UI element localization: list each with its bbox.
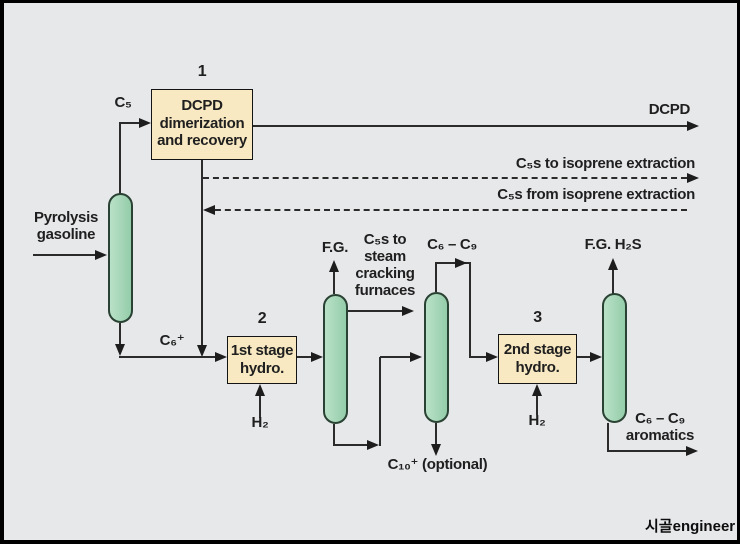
- arrowhead-dcpd-product: [687, 121, 699, 131]
- unit1-label-line3: and recovery: [157, 132, 247, 149]
- arrowhead-feed: [95, 250, 107, 260]
- arrowhead-fg-h2s: [608, 258, 618, 270]
- flow-line-unit3-outlet: [577, 356, 591, 358]
- feed-label-line2: gasoline: [36, 226, 96, 243]
- arrowhead-unit3-outlet: [590, 352, 602, 362]
- c5-stream-label: C₅: [114, 94, 132, 111]
- steam-cracking-label-line2: steam: [364, 248, 406, 265]
- flow-line-c10-vert: [435, 423, 437, 445]
- c5s-from-isoprene-label: C₅s from isoprene extraction: [497, 186, 695, 203]
- steam-cracking-label: C₅s to steam cracking furnaces: [350, 231, 420, 299]
- flow-line-col3-overhead-horiz: [435, 262, 471, 264]
- watermark-text: 시골engineer: [645, 518, 736, 535]
- arrowhead-aromatics: [686, 446, 698, 456]
- flow-line-col3-overhead-vert: [435, 263, 437, 292]
- unit-box-dcpd-recovery: DCPD dimerization and recovery: [151, 89, 253, 160]
- c10-optional-label: C₁₀⁺ (optional): [387, 456, 488, 473]
- flow-line-col1-bottoms: [119, 323, 121, 346]
- unit-box-first-stage-hydro: 1st stage hydro.: [227, 336, 297, 384]
- flow-line-h2-unit2: [259, 395, 261, 418]
- arrowhead-col1-bottoms: [115, 344, 125, 356]
- feed-label-line1: Pyrolysis: [33, 209, 98, 226]
- fg-h2s-label: F.G. H₂S: [584, 236, 642, 253]
- arrowhead-col2-bottoms: [367, 440, 379, 450]
- flow-line-c6plus: [119, 356, 215, 358]
- column-depentanizer: [323, 294, 348, 424]
- column-rerun-tower: [424, 292, 449, 423]
- flow-line-unit1-bottoms: [201, 160, 203, 346]
- unit1-label-line2: dimerization: [159, 114, 245, 132]
- flow-line-steam-cracking: [348, 310, 402, 312]
- arrowhead-unit3-inlet: [486, 352, 498, 362]
- arrowhead-col3-feed: [410, 352, 422, 362]
- c6plus-stream-label: C₆⁺: [159, 332, 185, 349]
- fg-label: F.G.: [321, 239, 349, 256]
- flow-line-fg-h2s: [612, 270, 614, 294]
- unit3-label-line1: 2nd stage: [503, 341, 572, 358]
- aromatics-label: C₆ – C₉ aromatics: [616, 410, 704, 444]
- unit3-label-line2: hydro.: [515, 358, 560, 376]
- aromatics-label-line2: aromatics: [625, 427, 695, 444]
- feed-label: Pyrolysis gasoline: [26, 209, 106, 243]
- arrowhead-c5-to-unit1: [139, 118, 151, 128]
- flow-line-feed: [33, 254, 95, 256]
- unit2-number: 2: [257, 310, 267, 327]
- aromatics-label-line1: C₆ – C₉: [635, 410, 685, 427]
- h2-unit3-label: H₂: [528, 412, 546, 429]
- column-stabilizer: [602, 293, 627, 423]
- unit1-label-line1: DCPD: [181, 97, 223, 114]
- steam-cracking-label-line1: C₅s to: [363, 231, 407, 248]
- unit2-label-line1: 1st stage: [230, 342, 294, 359]
- h2-unit2-label: H₂: [251, 414, 269, 431]
- dcpd-product-label: DCPD: [648, 101, 691, 118]
- flow-line-c5-horizontal: [119, 122, 139, 124]
- flow-line-unit2-outlet: [297, 356, 313, 358]
- flow-line-fg: [333, 272, 335, 294]
- c5s-to-isoprene-label: C₅s to isoprene extraction: [515, 155, 695, 172]
- arrowhead-col3-overhead: [455, 258, 467, 268]
- arrowhead-steam-cracking: [402, 306, 414, 316]
- unit3-number: 3: [533, 309, 542, 326]
- flow-line-aromatics-horiz: [608, 450, 686, 452]
- unit2-label-line2: hydro.: [239, 359, 285, 377]
- column-pyrolysis-splitter: [108, 193, 133, 323]
- flow-line-unit3-inlet: [469, 356, 487, 358]
- arrowhead-h2-unit3: [532, 384, 542, 396]
- arrowhead-unit1-bottoms: [197, 345, 207, 357]
- flow-line-col2-bottoms-vert: [333, 424, 335, 446]
- flow-line-riser: [379, 357, 381, 446]
- flow-line-col3-feed: [380, 356, 412, 358]
- steam-cracking-label-line3: cracking: [355, 265, 415, 282]
- flow-line-c5-vertical: [119, 123, 121, 194]
- arrowhead-fg: [329, 260, 339, 272]
- unit-box-second-stage-hydro: 2nd stage hydro.: [498, 334, 577, 384]
- dashed-line-c5s-from-isoprene: [205, 209, 687, 211]
- flow-line-c6c9-down: [469, 262, 471, 357]
- c6c9-overhead-label: C₆ – C₉: [427, 236, 477, 253]
- flow-line-aromatics-vert: [607, 423, 609, 452]
- flow-line-col2-bottoms-horiz: [334, 444, 367, 446]
- arrowhead-c6plus-to-unit2: [215, 352, 227, 362]
- flow-line-dcpd-product: [253, 125, 687, 127]
- arrowhead-c5s-from-isoprene: [203, 205, 215, 215]
- arrowhead-h2-unit2: [255, 384, 265, 396]
- unit1-number: 1: [197, 63, 207, 80]
- steam-cracking-label-line4: furnaces: [354, 282, 416, 299]
- dashed-line-c5s-to-isoprene: [203, 177, 687, 179]
- arrowhead-c5s-to-isoprene: [687, 173, 699, 183]
- arrowhead-unit2-outlet: [311, 352, 323, 362]
- arrowhead-c10: [431, 444, 441, 456]
- flow-line-h2-unit3: [536, 395, 538, 415]
